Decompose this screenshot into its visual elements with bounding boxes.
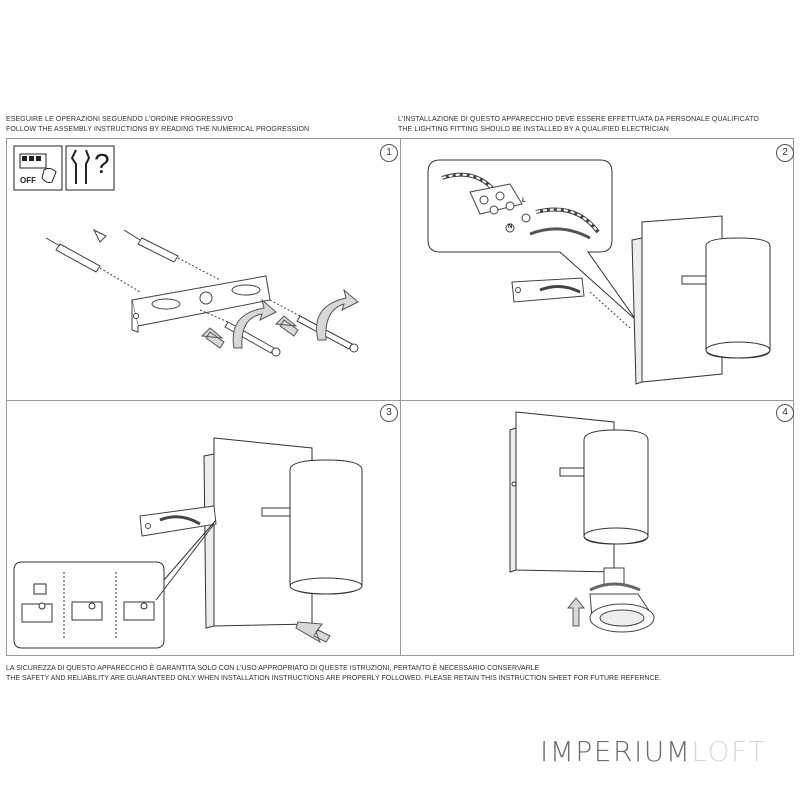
brand-logo: IMPERIUMLOFT: [540, 735, 767, 768]
lamp-fixture: [203, 437, 363, 629]
header-right-line1: L'INSTALLAZIONE DI QUESTO APPARECCHIO DE…: [398, 116, 759, 123]
footer-line2: THE SAFETY AND RELIABILITY ARE GUARANTEE…: [6, 675, 662, 682]
rotate-arrow-icon: [232, 288, 359, 349]
step-number-3: 3: [380, 404, 398, 422]
off-label: OFF: [20, 176, 36, 185]
footer-line1: LA SICUREZZA DI QUESTO APPARECCHIO È GAR…: [6, 665, 540, 672]
terminal-label-n: N: [508, 224, 513, 230]
arrow-icon: [295, 621, 331, 644]
arrow-icon: [200, 315, 299, 349]
terminal-label-l: L: [522, 198, 526, 204]
step-number-1: 1: [380, 144, 398, 162]
step-number-4: 4: [776, 404, 794, 422]
vertical-divider: [400, 138, 401, 656]
arrow-up-icon: [566, 597, 586, 627]
lamp-fixture: [631, 215, 771, 385]
terminal-block: [441, 172, 600, 240]
power-off-icon: [13, 145, 63, 191]
question-mark: ?: [94, 148, 110, 179]
tools-icon: [65, 145, 115, 191]
gu10-bulb-icon: [589, 567, 655, 633]
brand-part1: IMPERIUM: [540, 735, 692, 768]
horizontal-divider: [6, 400, 794, 401]
bracket-with-wires: [139, 505, 217, 537]
lamp-fixture: [509, 411, 649, 573]
step-number-2: 2: [776, 144, 794, 162]
bracket-with-wires: [511, 277, 631, 329]
header-right-line2: THE LIGHTING FITTING SHOULD BE INSTALLED…: [398, 126, 669, 133]
mounting-callout: [13, 519, 217, 649]
brand-part2: LOFT: [691, 735, 767, 768]
header-left-line2: FOLLOW THE ASSEMBLY INSTRUCTIONS BY READ…: [6, 126, 310, 133]
mounting-bracket: [131, 275, 271, 333]
wall-plug-icon: [45, 228, 221, 293]
header-left-line1: ESEGUIRE LE OPERAZIONI SEGUENDO L'ORDINE…: [6, 116, 234, 123]
